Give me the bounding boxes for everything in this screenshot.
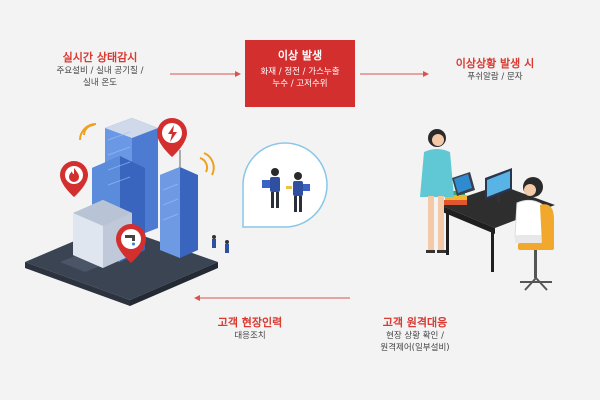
monitoring-title: 실시간 상태감시 [30, 51, 170, 65]
remote-line-1: 현장 상황 확인 / [340, 330, 490, 342]
alert-line-1: 푸쉬알람 / 문자 [420, 71, 570, 83]
remote-line-2: 원격제어(일부설비) [340, 342, 490, 354]
anomaly-event-box: 이상 발생 화재 / 정전 / 가스누출 누수 / 고저수위 [245, 40, 355, 107]
alert-notification-block: 이상상황 발생 시 푸쉬알람 / 문자 [420, 57, 570, 83]
field-staff-bubble [243, 143, 327, 227]
remote-title: 고객 원격대응 [340, 316, 490, 330]
field-dispatch-block: 고객 현장인력 대응조치 [185, 316, 315, 342]
anomaly-line-2: 누수 / 고저수위 [245, 78, 355, 90]
anomaly-title: 이상 발생 [245, 49, 355, 63]
alert-title: 이상상황 발생 시 [420, 57, 570, 71]
smart-building-illustration [25, 118, 229, 306]
dispatch-line-1: 대응조치 [185, 330, 315, 342]
power-outage-pin-icon [157, 118, 187, 157]
remote-response-office-illustration [420, 129, 555, 290]
remote-response-block: 고객 원격대응 현장 상황 확인 / 원격제어(일부설비) [340, 316, 490, 354]
monitoring-line-1: 주요설비 / 실내 공기질 / [30, 65, 170, 77]
dispatch-title: 고객 현장인력 [185, 316, 315, 330]
anomaly-line-1: 화재 / 정전 / 가스누출 [245, 66, 355, 78]
realtime-monitoring-block: 실시간 상태감시 주요설비 / 실내 공기질 / 실내 온도 [30, 51, 170, 89]
monitoring-line-2: 실내 온도 [30, 77, 170, 89]
fire-pin-icon [60, 161, 88, 197]
